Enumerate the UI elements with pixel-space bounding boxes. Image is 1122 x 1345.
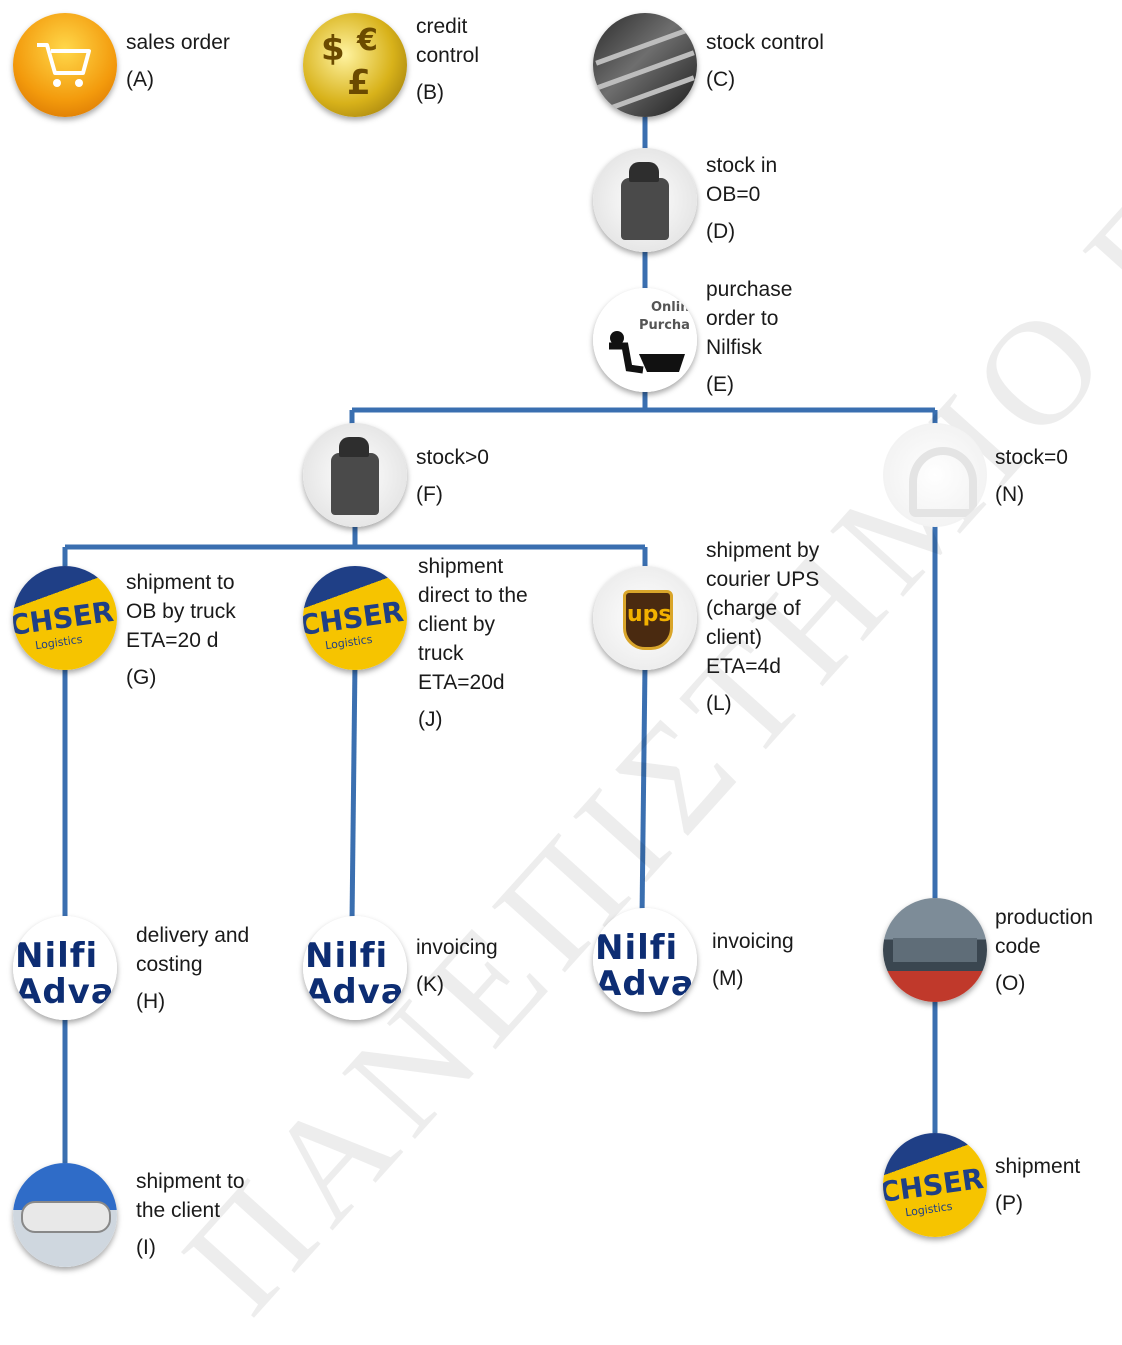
- logistics-truck-icon: CHSER Logistics: [883, 1133, 987, 1237]
- node-label-m: invoicing (M): [712, 927, 794, 993]
- node-code: (L): [706, 689, 819, 718]
- node-code: (F): [416, 480, 489, 509]
- nilfisk-logo-icon: Nilfi Adva: [303, 916, 407, 1020]
- node-code: (A): [126, 65, 230, 94]
- node-label-a: sales order (A): [126, 28, 230, 94]
- node-text: delivery and costing: [136, 921, 249, 979]
- faded-icon: [883, 423, 987, 527]
- node-code: (K): [416, 970, 498, 999]
- node-code: (J): [418, 705, 528, 734]
- floor-scrubber-icon: [303, 423, 407, 527]
- node-label-p: shipment (P): [995, 1152, 1080, 1218]
- process-flow-diagram: ΠΑΝΕΠΙΣΤΗΜΙΟ ΠΕΙΡΑΙΩΣ sales order(A) $ €…: [0, 0, 1122, 1272]
- floor-scrubber-icon: [593, 148, 697, 252]
- node-code: (D): [706, 217, 777, 246]
- node-code: (I): [136, 1233, 245, 1262]
- logistics-truck-icon: CHSER Logistics: [303, 566, 407, 670]
- node-label-e: purchase order to Nilfisk (E): [706, 275, 792, 399]
- warehouse-shelves-icon: [593, 13, 697, 117]
- node-text: shipment to OB by truck ETA=20 d: [126, 568, 236, 655]
- node-code: (C): [706, 65, 824, 94]
- node-text: stock control: [706, 28, 824, 57]
- node-code: (E): [706, 370, 792, 399]
- node-label-o: production code (O): [995, 903, 1093, 998]
- node-label-d: stock in OB=0 (D): [706, 151, 777, 246]
- tanker-truck-icon: [13, 1163, 117, 1267]
- node-code: (B): [416, 78, 479, 107]
- node-label-g: shipment to OB by truck ETA=20 d (G): [126, 568, 236, 692]
- node-code: (M): [712, 964, 794, 993]
- node-label-l: shipment by courier UPS (charge of clien…: [706, 536, 819, 718]
- node-label-c: stock control (C): [706, 28, 824, 94]
- node-text: credit control: [416, 12, 479, 70]
- node-code: (O): [995, 969, 1093, 998]
- node-text: shipment direct to the client by truck E…: [418, 552, 528, 697]
- gold-gears-icon: $ € £: [303, 13, 407, 117]
- node-text: shipment by courier UPS (charge of clien…: [706, 536, 819, 681]
- node-code: (H): [136, 987, 249, 1016]
- node-text: stock>0: [416, 443, 489, 472]
- online-purchase-icon: Onlin Purcha: [593, 288, 697, 392]
- nilfisk-logo-icon: Nilfi Adva: [593, 908, 697, 1012]
- node-label-f: stock>0 (F): [416, 443, 489, 509]
- node-code: (P): [995, 1189, 1080, 1218]
- connector-line-j-k: [352, 662, 355, 922]
- node-text: stock=0: [995, 443, 1068, 472]
- node-code: (G): [126, 663, 236, 692]
- factory-floor-icon: [883, 898, 987, 1002]
- logistics-truck-icon: CHSER Logistics: [13, 566, 117, 670]
- node-text: production code: [995, 903, 1093, 961]
- node-label-b: credit control (B): [416, 12, 479, 107]
- node-code: (N): [995, 480, 1068, 509]
- node-label-j: shipment direct to the client by truck E…: [418, 552, 528, 734]
- ups-logo-icon: ups: [593, 566, 697, 670]
- nilfisk-logo-icon: Nilfi Adva: [13, 916, 117, 1020]
- node-label-n: stock=0 (N): [995, 443, 1068, 509]
- node-label-i: shipment to the client (I): [136, 1167, 245, 1262]
- node-text: stock in OB=0: [706, 151, 777, 209]
- node-text: purchase order to Nilfisk: [706, 275, 792, 362]
- node-text: shipment: [995, 1152, 1080, 1181]
- shopping-cart-icon: [13, 13, 117, 117]
- node-label-k: invoicing (K): [416, 933, 498, 999]
- node-text: shipment to the client: [136, 1167, 245, 1225]
- node-text: invoicing: [712, 927, 794, 956]
- node-text: sales order: [126, 28, 230, 57]
- node-text: invoicing: [416, 933, 498, 962]
- node-label-h: delivery and costing (H): [136, 921, 249, 1016]
